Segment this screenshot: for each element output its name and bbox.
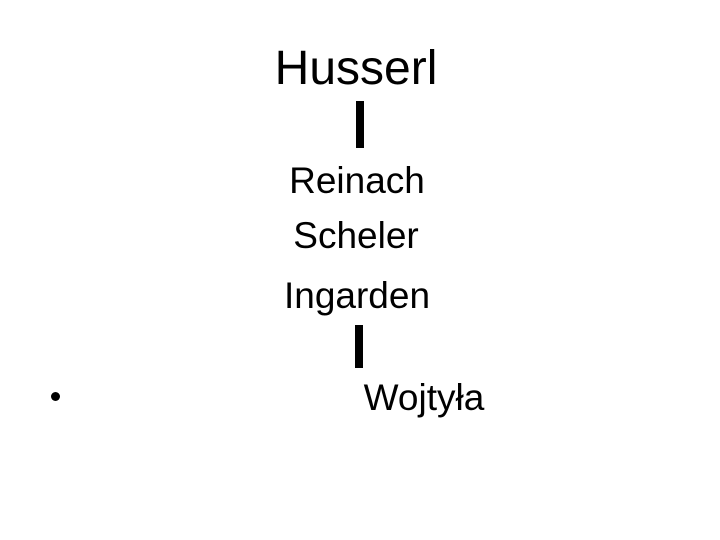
lineage-name-reinach: Reinach	[289, 160, 425, 201]
lineage-name-ingarden: Ingarden	[283, 275, 431, 316]
lineage-name-wojtyla: Wojtyła	[363, 377, 485, 418]
bullet-icon	[51, 392, 60, 401]
connector-line-top	[356, 101, 364, 148]
lineage-name-scheler: Scheler	[293, 215, 419, 256]
slide-title: Husserl	[274, 42, 438, 95]
connector-line-bottom	[355, 325, 363, 368]
